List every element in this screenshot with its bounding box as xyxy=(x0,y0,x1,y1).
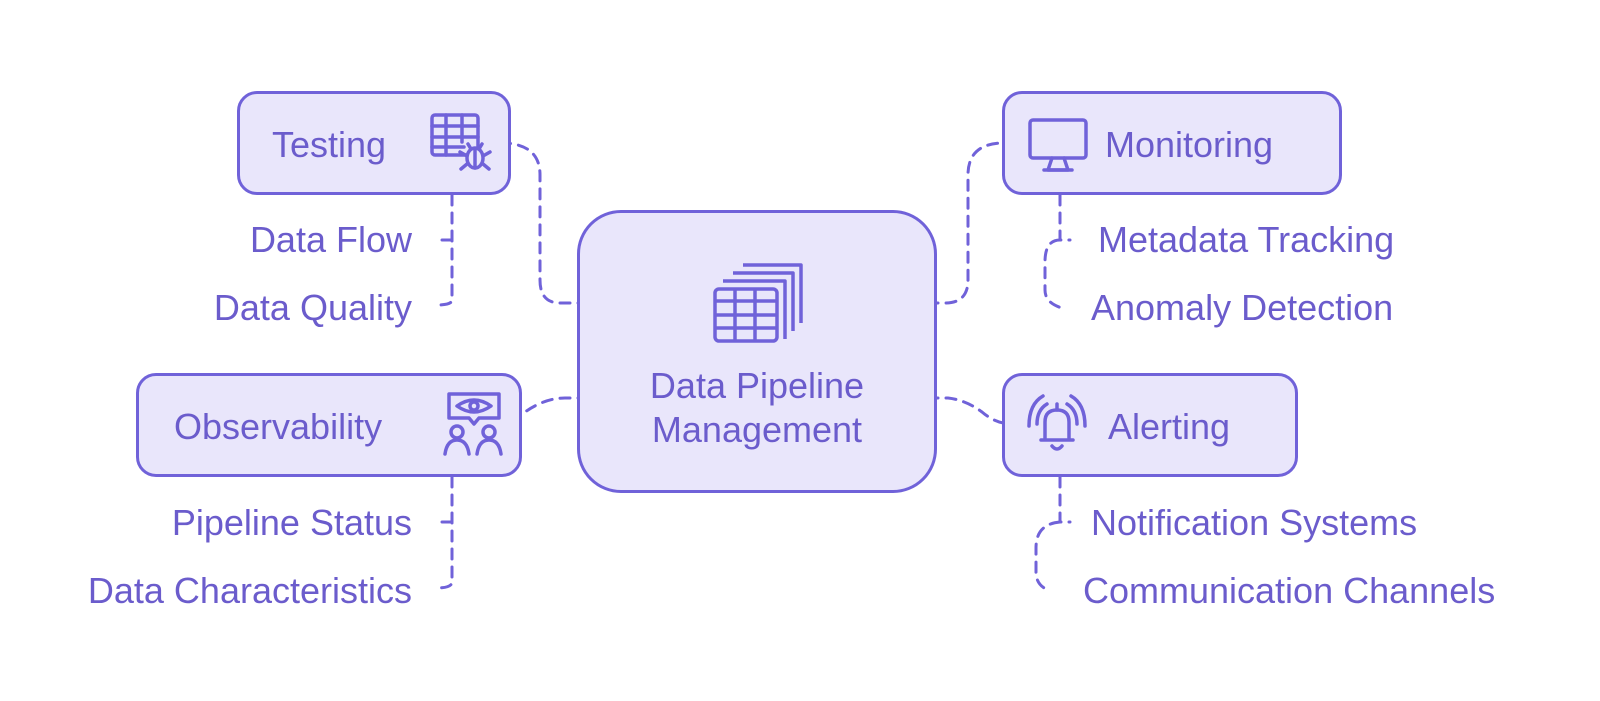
testing-node[interactable]: Testing xyxy=(237,91,511,195)
leaf-metadata-tracking: Metadata Tracking xyxy=(1098,219,1395,260)
testing-label: Testing xyxy=(272,124,387,165)
monitor-icon xyxy=(1028,118,1090,174)
alerting-node[interactable]: Alerting xyxy=(1002,373,1298,477)
leaf-pipeline-status: Pipeline Status xyxy=(171,502,412,543)
connector-monitoring-anomaly xyxy=(1043,238,1064,310)
center-title-line-1: Data Pipeline xyxy=(649,365,865,406)
leaf-notification-systems: Notification Systems xyxy=(1091,502,1418,543)
eye-people-icon xyxy=(443,392,505,458)
connector-alerting-channels xyxy=(1034,520,1062,592)
leaf-data-quality: Data Quality xyxy=(213,287,412,328)
connector-observability-items xyxy=(434,475,454,590)
alarm-bell-icon xyxy=(1025,394,1089,458)
table-bug-icon xyxy=(430,112,492,174)
center-node[interactable]: Data Pipeline Management xyxy=(577,210,937,493)
observability-node[interactable]: Observability xyxy=(136,373,522,477)
connector-alerting-items xyxy=(1058,475,1072,524)
connector-center-alerting xyxy=(926,396,1014,426)
leaf-anomaly-detection: Anomaly Detection xyxy=(1091,287,1394,328)
connector-monitoring-items xyxy=(1058,193,1072,242)
stacked-table-icon xyxy=(713,263,805,345)
observability-label: Observability xyxy=(174,406,383,447)
center-title-line-2: Management xyxy=(651,409,863,450)
leaf-data-characteristics: Data Characteristics xyxy=(87,570,412,611)
leaf-data-flow: Data Flow xyxy=(249,219,412,260)
connector-center-monitoring xyxy=(926,141,1002,305)
connector-center-testing xyxy=(503,141,590,305)
monitoring-label: Monitoring xyxy=(1105,124,1274,165)
alerting-label: Alerting xyxy=(1108,406,1231,447)
leaf-communication-channels: Communication Channels xyxy=(1083,570,1496,611)
monitoring-node[interactable]: Monitoring xyxy=(1002,91,1342,195)
connector-testing-items xyxy=(434,193,454,307)
